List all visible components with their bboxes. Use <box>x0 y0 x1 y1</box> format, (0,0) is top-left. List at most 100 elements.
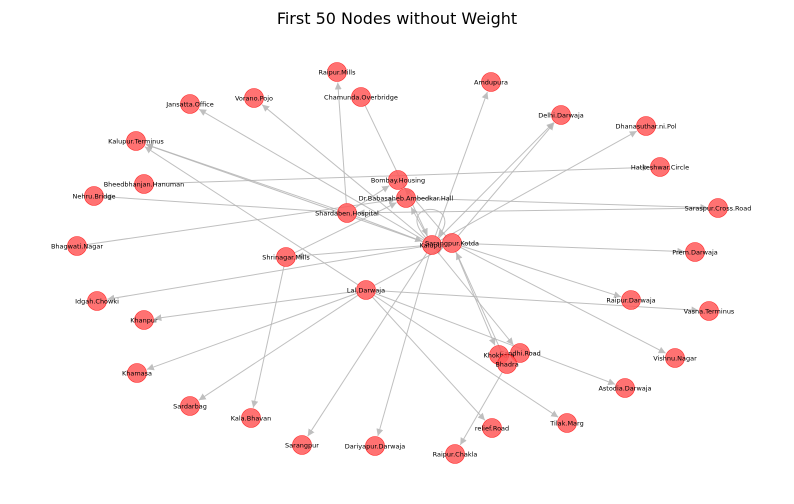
node-circle <box>650 157 670 177</box>
edge-saraspur_cross_road-to-shardaben_hospital <box>357 207 709 217</box>
node-dariyapur_darwaja: Dariyapur.Darwaja <box>345 436 405 456</box>
node-circle <box>685 242 705 262</box>
edge-shardaben_hospital-to-nehru_bridge <box>104 193 338 213</box>
edge-shardaben_hospital-to-kalupur_terminus <box>145 143 339 211</box>
node-label: Vorano.Pojo <box>235 94 273 102</box>
node-delhi_darwaja: Delhi.Darwaja <box>538 105 584 125</box>
node-relief_road: relief.Road <box>475 418 509 438</box>
node-circle <box>708 198 728 218</box>
node-saraspur_cross_road: Saraspur.Cross.Road <box>685 198 751 218</box>
edge-bhadra-to-sarangpur_kotda <box>455 252 504 356</box>
node-sardarbag: Sardarbag <box>173 396 207 416</box>
edge-kalupur-to-sarangpur <box>307 252 428 437</box>
node-circle <box>699 301 719 321</box>
node-idgah_chowki: Idgah.Chowki <box>75 291 119 311</box>
edge-lal_darwaja-to-vasna_terminus <box>375 290 699 314</box>
node-kala_bhavan: Kala.Bhavan <box>231 408 272 428</box>
edge-sarangpur_kotda-to-khokhara <box>455 251 496 346</box>
node-circle <box>636 116 656 136</box>
edge-kalupur-to-kalupur_terminus <box>145 143 424 243</box>
node-circle <box>127 363 147 383</box>
node-label: Dhanasuthar.ni.Pol <box>616 122 677 130</box>
node-circle <box>510 343 530 363</box>
node-circle <box>356 280 376 300</box>
node-raipur_mills: Raipur.Mills <box>319 62 357 82</box>
node-jansatta_office: Jansatta.Office <box>165 94 214 114</box>
edge-sarangpur_kotda-to-raipur_darwaja <box>460 245 622 299</box>
node-label: Dariyapur.Darwaja <box>345 442 405 450</box>
edge-kalupur-self-loop <box>416 208 446 239</box>
node-label: Nehru.Bridge <box>72 192 115 200</box>
node-circle <box>621 290 641 310</box>
node-label: relief.Road <box>475 424 509 432</box>
node-hatkeshwar_circle: Hatkeshwar.Circle <box>631 157 689 177</box>
edge-shrinagar_mills-to-kala_bhavan <box>251 266 285 408</box>
node-chamunda_overbridge: Chamunda.Overbridge <box>324 87 398 107</box>
node-khamasa: Khamasa <box>122 363 152 383</box>
edge-sarangpur_kotda-to-delhi_darwaja <box>457 122 555 237</box>
edge-lal_darwaja-to-khamasa <box>146 292 358 371</box>
edge-dr_babasaheb_ambedkar_hall-to-saraspur_cross_road <box>415 197 708 211</box>
node-circle <box>497 354 517 374</box>
node-circle <box>276 247 296 267</box>
node-label: Kalupur.Terminus <box>108 137 164 145</box>
node-sarangpur_kotda: Sarangpur.Kotda <box>425 233 479 253</box>
node-prem_darwaja: Prem.Darwaja <box>672 242 718 262</box>
node-circle <box>351 87 371 107</box>
node-label: Gandhi.Road <box>499 349 541 357</box>
edge-shardaben_hospital-to-bombay_housing <box>354 185 390 209</box>
node-amdupura: Amdupura <box>474 72 508 92</box>
edge-shardaben_hospital-to-raipur_mills <box>334 82 347 204</box>
node-circle <box>665 348 685 368</box>
node-circle <box>126 131 146 151</box>
node-circle <box>482 418 502 438</box>
edge-shardaben_hospital-to-kalupur <box>355 215 423 243</box>
node-label: Bhagwati.Nagar <box>51 242 103 250</box>
node-vishnu_nagar: Vishnu.Nagar <box>653 348 697 368</box>
node-vasna_terminus: Vasna.Terminus <box>684 301 735 321</box>
node-circle <box>67 236 87 256</box>
node-label: Jansatta.Office <box>165 100 214 108</box>
edge-kalupur-to-idgah_chowki <box>107 246 423 302</box>
node-circle <box>241 408 261 428</box>
node-circle <box>365 436 385 456</box>
node-label: Kala.Bhavan <box>231 414 272 422</box>
node-label: Raipur.Darwaja <box>606 296 655 304</box>
node-circle <box>337 203 357 223</box>
node-shardaben_hospital: Shardaben.Hospital <box>315 203 379 223</box>
edge-kalupur-to-dhanasuthar_ni_pol <box>440 130 638 241</box>
edge-lal_darwaja-to-relief_road <box>372 296 486 421</box>
node-label: Kalupur <box>420 241 445 249</box>
node-label: Idgah.Chowki <box>75 297 119 305</box>
node-label: Bombay.Housing <box>371 176 425 184</box>
node-dr_babasaheb_ambedkar_hall: Dr.Babasaheb.Ambedkar.Hall <box>359 188 454 208</box>
node-bhadra: Bhadra <box>495 354 519 374</box>
edge-kalupur-to-vorano_pojo <box>261 104 425 240</box>
node-label: Shrinagar.Mills <box>262 253 310 261</box>
node-label: Vishnu.Nagar <box>653 354 697 362</box>
node-kalupur_terminus: Kalupur.Terminus <box>108 131 164 151</box>
node-circle <box>615 378 635 398</box>
node-label: Raipur.Mills <box>319 68 357 76</box>
node-shrinagar_mills: Shrinagar.Mills <box>262 247 310 267</box>
node-label: Dr.Babasaheb.Ambedkar.Hall <box>359 194 454 202</box>
node-circle <box>445 444 465 464</box>
node-label: Vasna.Terminus <box>684 307 735 315</box>
node-raipur_chakla: Raipur.Chakla <box>433 444 477 464</box>
edge-lal_darwaja-to-kalupur_terminus <box>144 146 359 286</box>
node-label: Khokhara <box>484 351 515 359</box>
node-circle <box>134 310 154 330</box>
node-circle <box>244 88 264 108</box>
node-circle <box>551 105 571 125</box>
edge-kalupur-to-delhi_darwaja <box>438 122 554 239</box>
node-circle <box>422 235 442 255</box>
node-label: Chamunda.Overbridge <box>324 93 398 101</box>
node-circle <box>84 186 104 206</box>
node-nehru_bridge: Nehru.Bridge <box>72 186 116 206</box>
edge-shrinagar_mills-to-dr_babasaheb_ambedkar_hall <box>294 202 397 254</box>
edge-lal_darwaja-to-tilak_marg <box>373 294 559 418</box>
edge-bhadra-to-raipur_chakla <box>459 371 503 446</box>
node-label: Delhi.Darwaja <box>538 111 584 119</box>
node-tilak_marg: Tilak.Marg <box>549 413 584 433</box>
